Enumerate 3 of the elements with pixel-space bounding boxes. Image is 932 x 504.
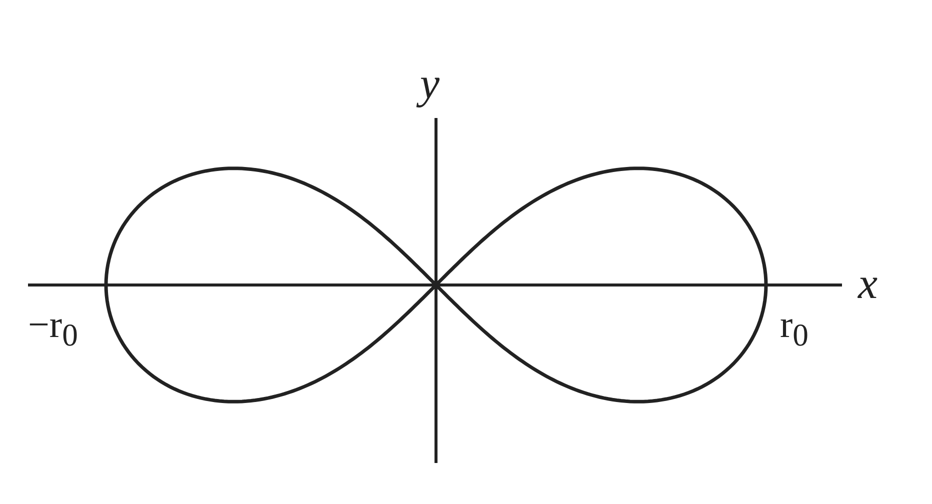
axis-tick-label: −r$_{0}$: [28, 306, 78, 352]
axis-label: x: [858, 262, 878, 306]
axis-tick-label: r$_{0}$: [780, 306, 808, 352]
